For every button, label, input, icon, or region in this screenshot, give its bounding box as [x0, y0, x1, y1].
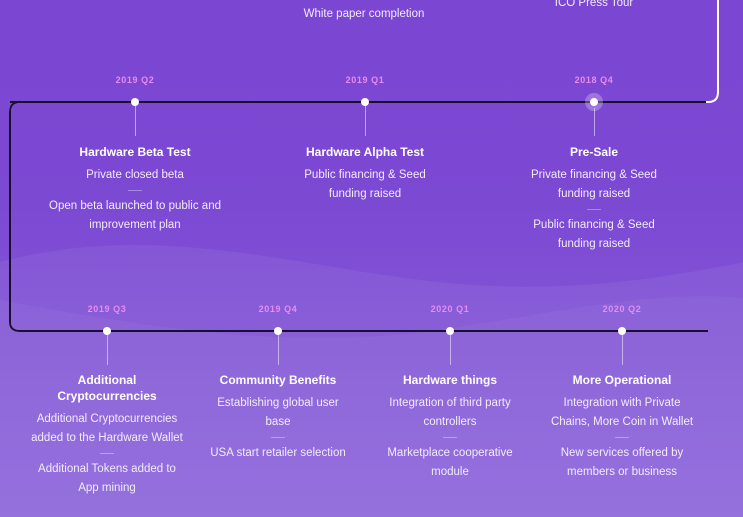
milestone-item: Additional Tokens added to App mining [38, 463, 176, 494]
milestone-item: USA start retailer selection [210, 447, 346, 459]
milestone-date: 2020 Q1 [430, 304, 470, 314]
milestone-item: Open beta launched to public and improve… [49, 200, 221, 231]
milestone-title: Pre-Sale [569, 145, 619, 159]
milestone-stem [450, 335, 451, 365]
milestone-item: Additional Cryptocurrencies added to the… [31, 413, 183, 444]
milestone-item: Public financing & Seed funding raised [533, 219, 655, 250]
milestone-dot [618, 327, 626, 335]
item-separator [271, 437, 285, 438]
milestone-stem [365, 106, 366, 136]
milestone-stem [135, 106, 136, 136]
milestone-item: Integration of third party controllers [389, 397, 511, 428]
milestone-title: Hardware Beta Test [79, 145, 191, 159]
milestone-date: 2019 Q3 [87, 304, 127, 314]
milestone-dot [446, 327, 454, 335]
milestone-stem [594, 108, 595, 136]
milestone-dot [361, 98, 369, 106]
milestone-title: Hardware things [402, 373, 498, 387]
milestone-community-benefits: Community Benefits Establishing global u… [178, 372, 378, 463]
milestone-dot [103, 327, 111, 335]
milestone-item: Marketplace cooperative module [387, 447, 513, 478]
milestone-date: 2019 Q1 [345, 75, 385, 85]
milestone-hardware-alpha-test: Hardware Alpha Test Public financing & S… [265, 144, 465, 204]
milestone-dot [131, 98, 139, 106]
milestone-title: Hardware Alpha Test [305, 145, 425, 159]
milestone-date: 2019 Q4 [258, 304, 298, 314]
item-separator [100, 453, 114, 454]
milestone-item: Private closed beta [86, 169, 184, 181]
milestone-title: Community Benefits [219, 373, 337, 387]
milestone-hardware-beta-test: Hardware Beta Test Private closed beta O… [35, 144, 235, 235]
milestone-title: More Operational [572, 373, 672, 387]
milestone-date: 2018 Q4 [574, 75, 614, 85]
item-separator [128, 190, 142, 191]
milestone-item: New services offered by members or busin… [560, 447, 684, 478]
milestone-item: Public financing & Seed funding raised [304, 169, 426, 200]
milestone-additional-cryptocurrencies: Additional Cryptocurrencies Additional C… [7, 372, 207, 498]
milestone-title: Additional Cryptocurrencies [57, 373, 157, 403]
milestone-date: 2019 Q2 [115, 75, 155, 85]
milestone-item: Integration with Private Chains, More Co… [550, 397, 694, 428]
milestone-stem [278, 335, 279, 365]
milestone-more-operational: More Operational Integration with Privat… [522, 372, 722, 482]
milestone-date: 2020 Q2 [602, 304, 642, 314]
item-separator [615, 437, 629, 438]
milestone-dot-active [590, 98, 598, 106]
item-separator [587, 209, 601, 210]
milestone-hardware-things: Hardware things Integration of third par… [350, 372, 550, 482]
milestone-pre-sale: Pre-Sale Private financing & Seed fundin… [494, 144, 694, 254]
milestone-item: Private financing & Seed funding raised [531, 169, 657, 200]
top-fragment-white-paper: White paper completion [303, 8, 425, 20]
milestone-stem [622, 335, 623, 365]
milestone-stem [107, 335, 108, 365]
milestone-item: Establishing global user base [217, 397, 339, 428]
milestone-dot [274, 327, 282, 335]
item-separator [443, 437, 457, 438]
top-fragment-ico-press-tour: ICO Press Tour [554, 0, 634, 9]
